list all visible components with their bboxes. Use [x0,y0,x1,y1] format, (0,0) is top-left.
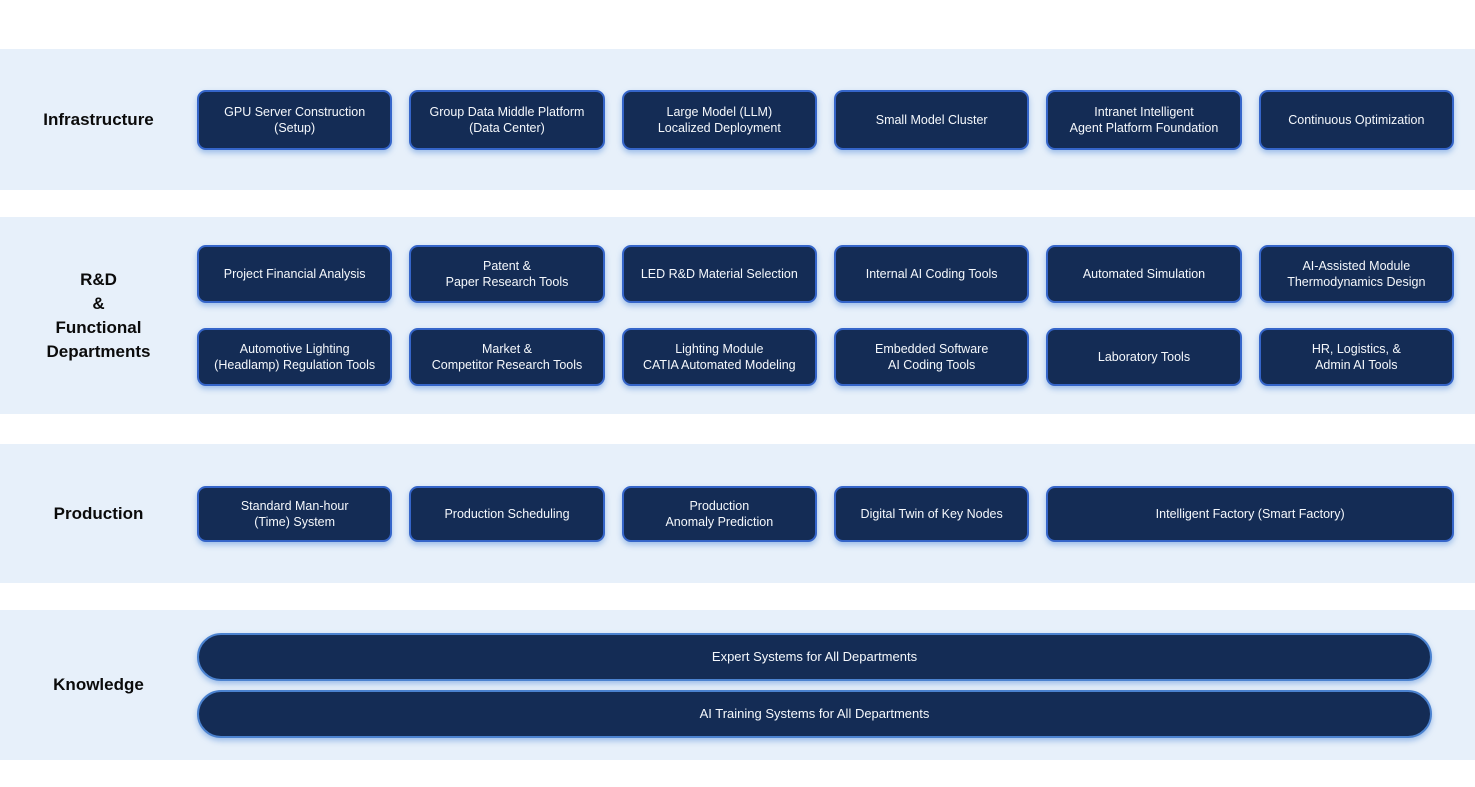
grid-box: Standard Man-hour (Time) System [197,485,393,542]
grid-box: Embedded Software AI Coding Tools [833,328,1030,386]
band-label-knowledge: Knowledge [53,675,144,694]
grid-box: Digital Twin of Key Nodes [833,485,1030,542]
grid-box: AI-Assisted Module Thermodynamics Design [1258,245,1454,303]
grid-box: Lighting Module CATIA Automated Modeling [621,328,817,386]
knowledge-column: Expert Systems for All Departments AI Tr… [197,632,1432,738]
grid-box: Internal AI Coding Tools [833,245,1030,303]
rnd-grid: Project Financial Analysis Patent & Pape… [197,245,1454,386]
knowledge-pill: AI Training Systems for All Departments [197,689,1432,738]
band-label-infrastructure: Infrastructure [43,109,154,129]
grid-box: Large Model (LLM) Localized Deployment [621,89,817,150]
grid-box: Automotive Lighting (Headlamp) Regulatio… [197,328,393,386]
grid-box: Continuous Optimization [1258,89,1454,150]
grid-box: Production Anomaly Prediction [621,485,817,542]
grid-box: HR, Logistics, & Admin AI Tools [1258,328,1454,386]
grid-box: Market & Competitor Research Tools [409,328,605,386]
grid-box: Small Model Cluster [833,89,1030,150]
grid-box: Production Scheduling [409,485,605,542]
band-knowledge: Knowledge Expert Systems for All Departm… [0,610,1475,760]
knowledge-pill: Expert Systems for All Departments [197,632,1432,681]
production-grid: Standard Man-hour (Time) System Producti… [197,485,1454,542]
band-rnd-functional-departments: R&D & Functional Departments Project Fin… [0,217,1475,414]
band-label-rnd-functional-departments: R&D & Functional Departments [46,269,151,361]
grid-box: GPU Server Construction (Setup) [197,89,393,150]
grid-box: LED R&D Material Selection [621,245,817,303]
infrastructure-grid: GPU Server Construction (Setup) Group Da… [197,89,1454,150]
grid-box: Project Financial Analysis [197,245,393,303]
band-production: Production Standard Man-hour (Time) Syst… [0,444,1475,583]
band-label-production: Production [53,503,144,523]
band-infrastructure: Infrastructure GPU Server Construction (… [0,49,1475,190]
grid-box: Group Data Middle Platform (Data Center) [409,89,605,150]
grid-box-wide: Intelligent Factory (Smart Factory) [1046,485,1454,542]
grid-box: Intranet Intelligent Agent Platform Foun… [1046,89,1242,150]
grid-box: Laboratory Tools [1046,328,1242,386]
grid-box: Patent & Paper Research Tools [409,245,605,303]
grid-box: Automated Simulation [1046,245,1242,303]
